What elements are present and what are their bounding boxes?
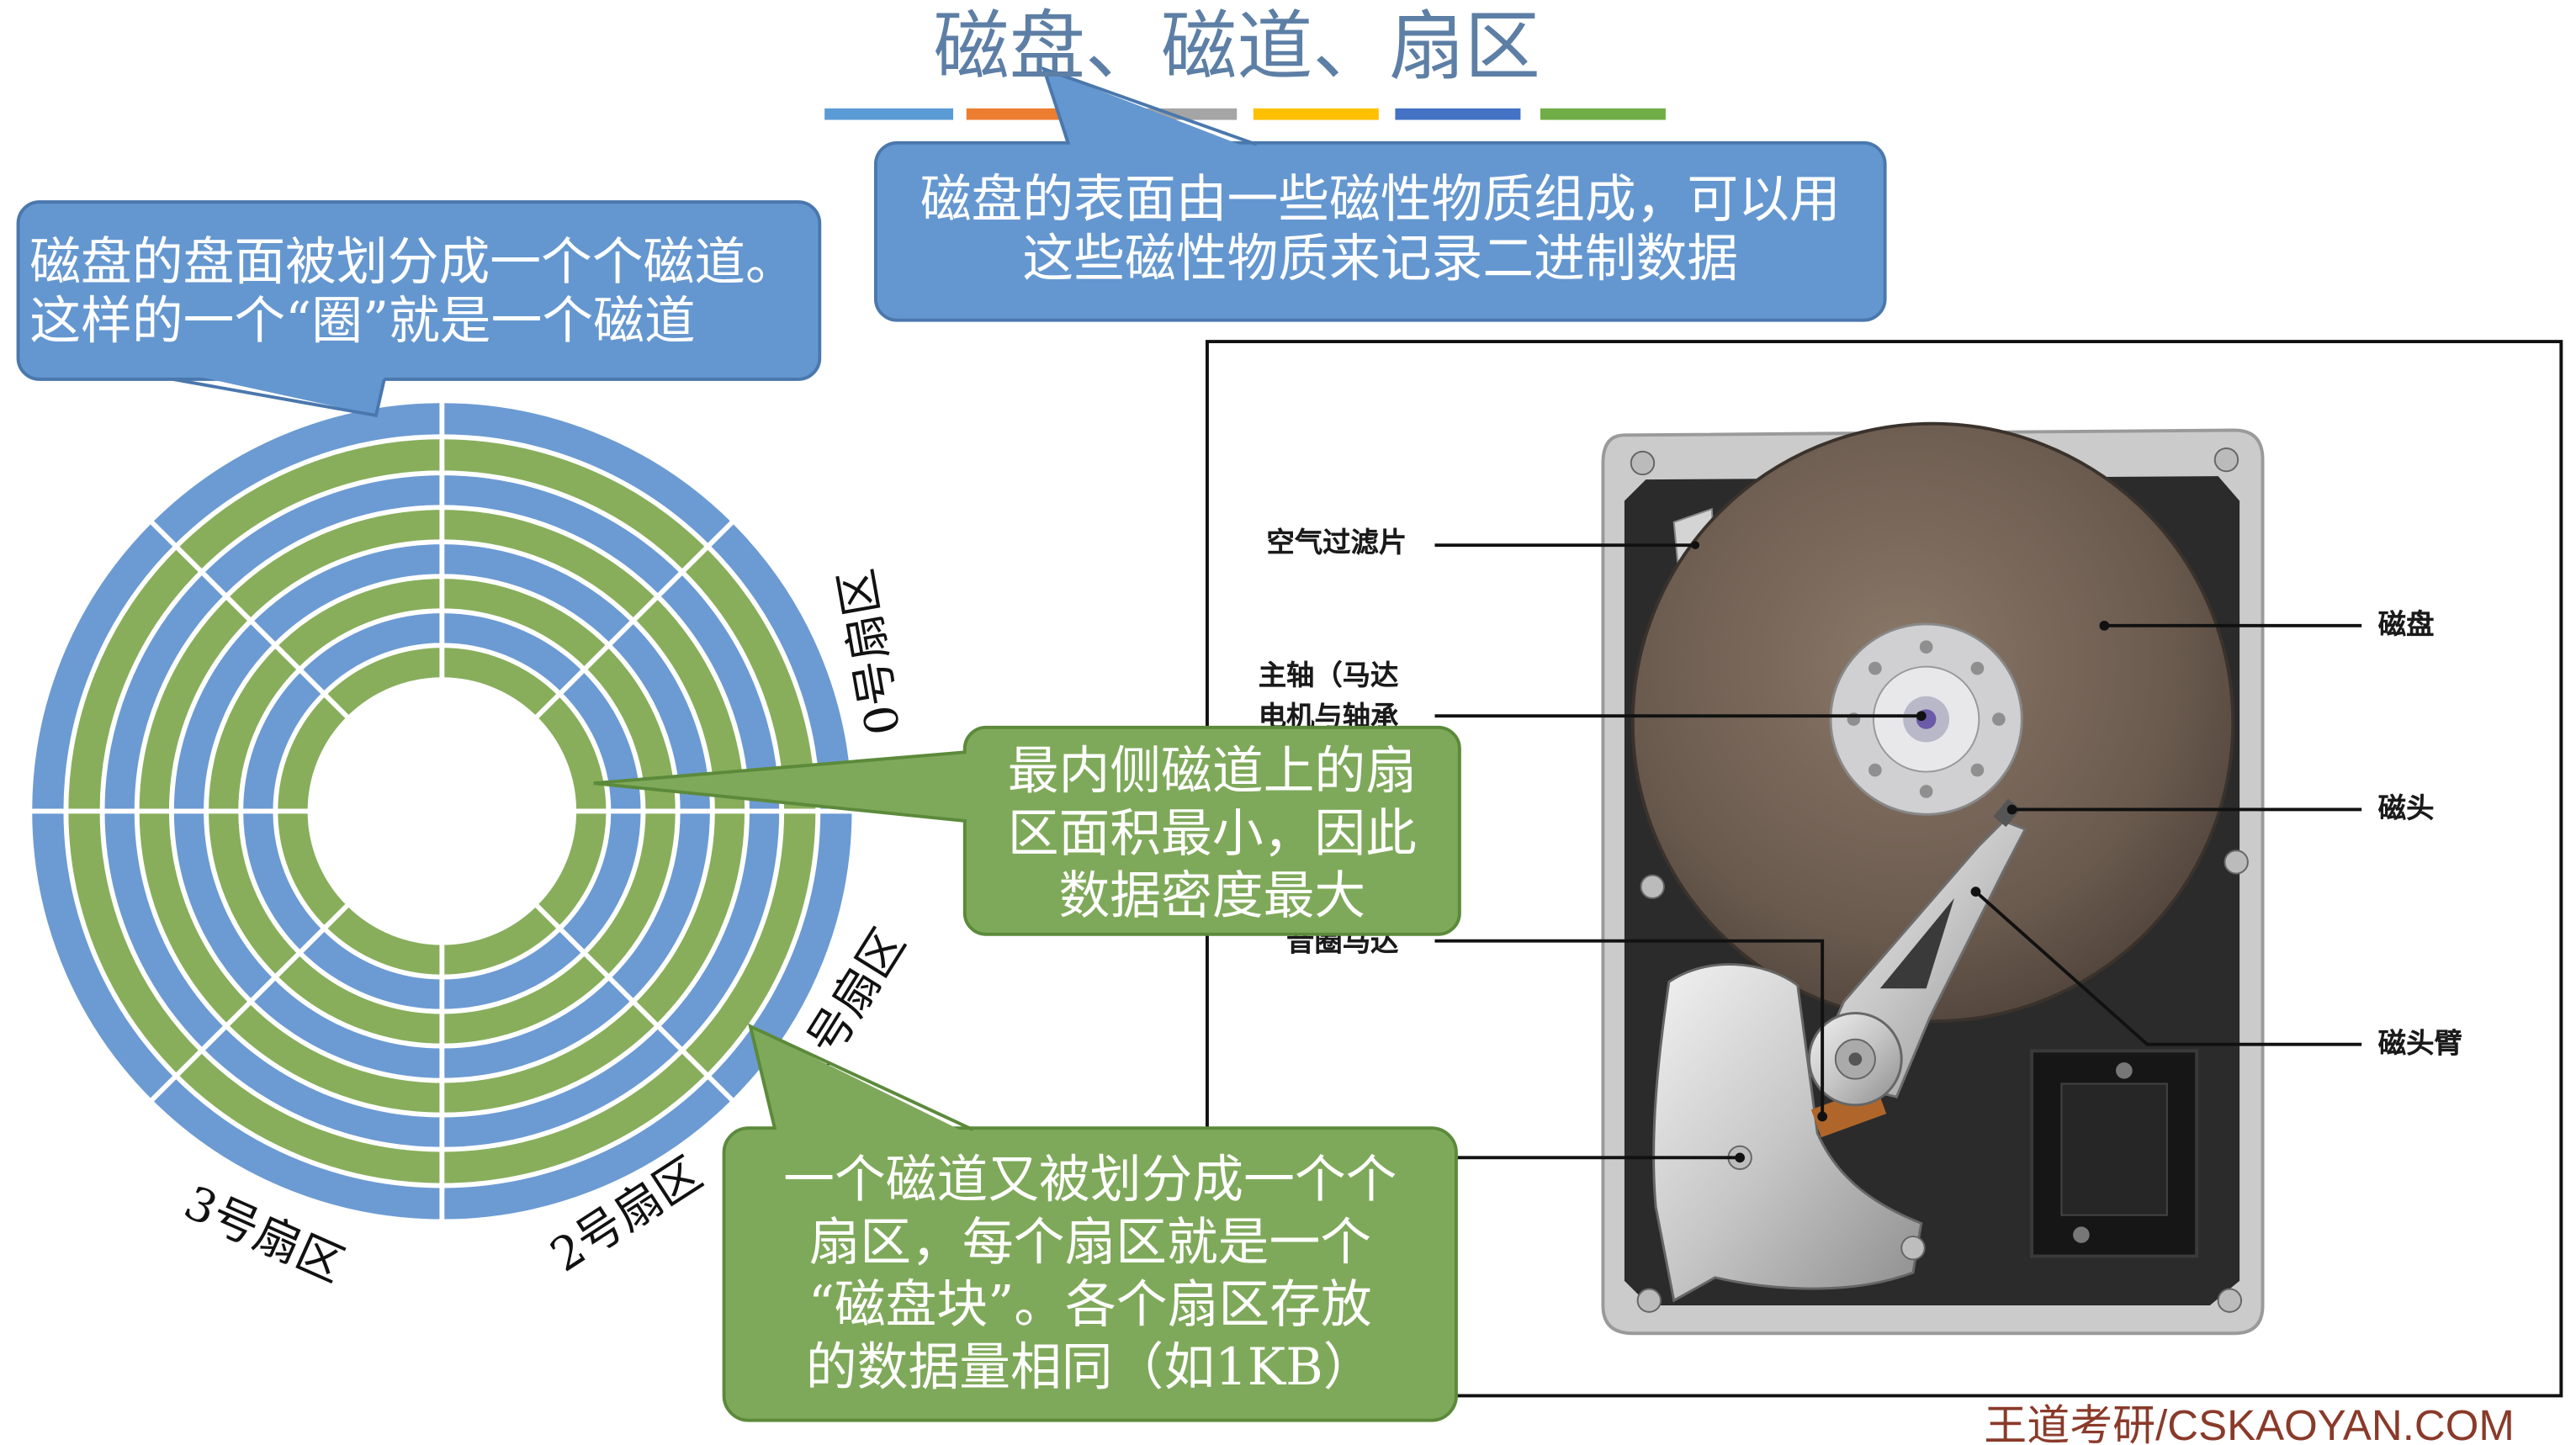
callout-line: 最内侧磁道上的扇	[1007, 742, 1417, 802]
voice-coil-magnet	[1652, 963, 1923, 1303]
label-head: 磁头	[2377, 792, 2435, 826]
accent-bar-green	[1540, 108, 1666, 120]
label-head-arm: 磁头臂	[2377, 1028, 2462, 1061]
spindle-hole	[307, 677, 577, 945]
leader-dot	[1916, 711, 1927, 722]
footer-watermark: 王道考研/CSKAOYAN.COM	[1984, 1400, 2515, 1445]
callout-line: 数据密度最大	[1058, 866, 1366, 927]
slide-title: 磁盘、磁道、扇区	[933, 1, 1540, 91]
callout-line: 这些磁性物质来记录二进制数据	[1022, 230, 1739, 289]
chassis-screw	[2224, 850, 2249, 875]
label-spindle-motor-1: 主轴（马达	[1258, 659, 1399, 693]
callout-sector-definition: 一个磁道又被划分成一个个 扇区，每个扇区就是一个 “磁盘块”。各个扇区存放 的数…	[722, 1126, 1458, 1422]
leader-dot	[1735, 1152, 1746, 1163]
leader-voice-coil	[1434, 939, 1825, 1117]
hub-screw	[1919, 785, 1933, 798]
hub-screw	[1868, 661, 1882, 675]
callout-line: 区面积最小，因此	[1007, 804, 1417, 864]
callout-line: 磁盘的盘面被划分成一个个磁道。	[29, 233, 797, 293]
hub-screw	[1992, 712, 2006, 726]
chassis-screw	[2213, 447, 2239, 473]
callout-track-definition: 磁盘的盘面被划分成一个个磁道。 这样的一个“圈”就是一个磁道	[16, 200, 822, 381]
callout-line: 的数据量相同（如1KB）	[805, 1338, 1375, 1398]
leader-dot	[2006, 804, 2017, 815]
accent-bar-darkblue	[1395, 108, 1521, 120]
callout-line: 这样的一个“圈”就是一个磁道	[29, 292, 696, 352]
leader-dot	[1817, 1111, 1828, 1122]
actuator-pivot	[1807, 1012, 1903, 1107]
callout-line: 磁盘的表面由一些磁性物质组成，可以用	[920, 171, 1841, 230]
chassis-screw	[2217, 1288, 2243, 1313]
leader-head-arm	[1974, 890, 2362, 1046]
head-arm-cutout	[1879, 897, 1954, 989]
accent-bar-blue	[824, 108, 954, 120]
hub-screw	[1970, 763, 1985, 777]
callout-inner-track-density: 最内侧磁道上的扇 区面积最小，因此 数据密度最大	[962, 725, 1461, 936]
leader-dot	[1691, 541, 1700, 550]
accent-bar-yellow	[1253, 108, 1379, 120]
chassis-screw	[1636, 1288, 1662, 1313]
leader-dot	[1970, 887, 1981, 897]
hub-screw	[1919, 640, 1933, 654]
callout-magnetic-surface: 磁盘的表面由一些磁性物质组成，可以用 这些磁性物质来记录二进制数据	[873, 140, 1887, 322]
hub-screw	[1868, 763, 1882, 777]
chassis-screw	[1630, 450, 1656, 476]
sector-divider	[148, 519, 351, 720]
sector-divider	[533, 519, 736, 720]
leader-dot	[2099, 620, 2110, 631]
callout-line: 一个磁道又被划分成一个个	[783, 1151, 1397, 1210]
callout-line: 扇区，每个扇区就是一个	[808, 1213, 1371, 1273]
sector-divider	[148, 902, 351, 1104]
magnet-screw	[1900, 1236, 1926, 1261]
label-platter: 磁盘	[2377, 609, 2435, 643]
sector-divider	[533, 902, 736, 1104]
drive-connector	[2030, 1049, 2199, 1258]
spindle-hub	[1829, 622, 2023, 816]
callout-line: “磁盘块”。各个扇区存放	[808, 1275, 1372, 1336]
chassis-screw	[1640, 874, 1665, 899]
hub-screw	[1970, 661, 1985, 675]
disk-diagram	[27, 398, 857, 1225]
label-air-filter: 空气过滤片	[1266, 527, 1407, 560]
